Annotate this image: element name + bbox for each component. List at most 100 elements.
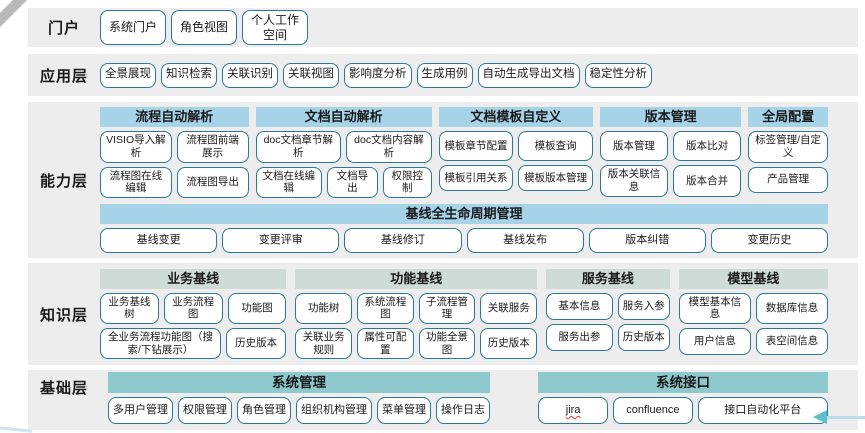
item-button[interactable]: 模板章节配置 bbox=[438, 131, 514, 162]
item-button[interactable]: 标签管理/自定义 bbox=[748, 131, 828, 163]
item-button[interactable]: 变更评审 bbox=[222, 227, 340, 253]
item-button[interactable]: 组织机构管理 bbox=[296, 397, 372, 424]
item-button[interactable]: 业务基线树 bbox=[100, 292, 159, 324]
item-button[interactable]: 系统门户 bbox=[100, 10, 167, 45]
item-button[interactable]: 模板版本管理 bbox=[518, 165, 594, 192]
group: 文档模板自定义模板章节配置模板查询模板引用关系模板版本管理 bbox=[438, 107, 594, 197]
layer-band-knowledge: 知识层业务基线业务基线树业务流程图功能图全业务流程功能图（搜索/下钻展示）历史版… bbox=[28, 263, 858, 365]
button-row: 全业务流程功能图（搜索/下钻展示）历史版本 bbox=[100, 328, 287, 360]
item-button[interactable]: 版本管理 bbox=[600, 131, 669, 162]
item-button[interactable]: 功能图 bbox=[227, 292, 287, 324]
item-button[interactable]: 模型基本信息 bbox=[678, 292, 751, 324]
item-button[interactable]: 业务流程图 bbox=[163, 292, 223, 324]
item-button[interactable]: doc文档内容解析 bbox=[346, 131, 432, 163]
item-button[interactable]: 服务出参 bbox=[546, 323, 613, 351]
item-button[interactable]: 自动生成导出文档 bbox=[477, 62, 580, 88]
item-button[interactable]: 产品管理 bbox=[748, 166, 828, 193]
button-row: 多用户管理权限管理角色管理组织机构管理菜单管理操作日志 bbox=[108, 397, 490, 424]
item-button[interactable]: 关联视图 bbox=[283, 62, 339, 88]
button-row: 全景展现知识检索关联识别关联视图影响度分析生成用例自动生成导出文档稳定性分析 bbox=[100, 62, 652, 88]
item-button[interactable]: jira bbox=[538, 397, 609, 424]
button-row: 服务出参历史版本 bbox=[546, 323, 670, 351]
button-row: 业务基线树业务流程图功能图 bbox=[100, 292, 287, 324]
item-button[interactable]: 全景展现 bbox=[100, 62, 156, 88]
item-button[interactable]: 角色管理 bbox=[237, 397, 291, 424]
item-button[interactable]: 影响度分析 bbox=[344, 62, 412, 88]
item-button[interactable]: 关联服务 bbox=[480, 292, 538, 324]
item-button[interactable]: 功能树 bbox=[295, 292, 353, 324]
group: 业务基线业务基线树业务流程图功能图全业务流程功能图（搜索/下钻展示）历史版本 bbox=[100, 268, 287, 360]
item-button[interactable]: 基线发布 bbox=[466, 227, 584, 253]
item-button[interactable]: 菜单管理 bbox=[377, 397, 431, 424]
layer-band-application: 应用层全景展现知识检索关联识别关联视图影响度分析生成用例自动生成导出文档稳定性分… bbox=[28, 54, 858, 96]
item-button[interactable]: 全业务流程功能图（搜索/下钻展示） bbox=[100, 328, 221, 360]
item-button[interactable]: 历史版本 bbox=[617, 323, 670, 351]
item-button[interactable]: 文档在线编辑 bbox=[255, 166, 322, 198]
item-button[interactable]: 角色视图 bbox=[171, 10, 238, 45]
layer-content-knowledge: 业务基线业务基线树业务流程图功能图全业务流程功能图（搜索/下钻展示）历史版本功能… bbox=[100, 263, 858, 365]
item-button[interactable]: 模板查询 bbox=[518, 131, 594, 162]
item-button[interactable]: 个人工作空间 bbox=[242, 10, 309, 45]
group-header: 版本管理 bbox=[600, 107, 742, 128]
item-button[interactable]: 功能全景图 bbox=[418, 328, 476, 360]
item-button[interactable]: 子流程管理 bbox=[418, 292, 476, 324]
item-button[interactable]: VISIO导入解析 bbox=[100, 131, 172, 163]
left-arrow-icon bbox=[813, 410, 827, 424]
group: 功能基线功能树系统流程图子流程管理关联服务关联业务规则属性可配置功能全景图历史版… bbox=[295, 268, 538, 360]
item-button[interactable]: 模板引用关系 bbox=[438, 165, 514, 192]
bottom-right-arrow-line bbox=[823, 416, 865, 419]
item-button[interactable]: 基线修订 bbox=[344, 227, 462, 253]
item-button[interactable]: 文档导出 bbox=[326, 166, 378, 198]
item-button[interactable]: 基本信息 bbox=[546, 292, 613, 320]
item-button[interactable]: 关联业务规则 bbox=[295, 328, 353, 360]
item-button[interactable]: 属性可配置 bbox=[357, 328, 414, 360]
group: 服务基线基本信息服务入参服务出参历史版本 bbox=[546, 268, 670, 359]
group: 全景展现知识检索关联识别关联视图影响度分析生成用例自动生成导出文档稳定性分析 bbox=[100, 62, 652, 88]
item-button[interactable]: 知识检索 bbox=[161, 62, 217, 88]
item-button[interactable]: 关联识别 bbox=[222, 62, 278, 88]
group: 系统管理多用户管理权限管理角色管理组织机构管理菜单管理操作日志 bbox=[108, 372, 490, 424]
item-button[interactable]: 生成用例 bbox=[416, 62, 473, 88]
button-row: 版本关联信息版本合并 bbox=[600, 165, 742, 197]
item-button[interactable]: 数据库信息 bbox=[755, 292, 829, 324]
item-button[interactable]: confluence bbox=[613, 397, 693, 424]
group: 模型基线模型基本信息数据库信息用户信息表空间信息 bbox=[678, 268, 829, 359]
section: 业务基线业务基线树业务流程图功能图全业务流程功能图（搜索/下钻展示）历史版本功能… bbox=[100, 268, 829, 360]
item-button[interactable]: 权限控制 bbox=[382, 166, 432, 198]
item-button[interactable]: 流程图在线编辑 bbox=[100, 166, 172, 198]
item-button[interactable]: 版本纠错 bbox=[588, 227, 706, 253]
group-header: 系统管理 bbox=[108, 372, 490, 393]
item-button[interactable]: 历史版本 bbox=[480, 328, 538, 360]
group: 系统门户角色视图个人工作空间 bbox=[100, 10, 309, 45]
item-button[interactable]: 系统流程图 bbox=[357, 292, 414, 324]
item-button[interactable]: 流程图导出 bbox=[176, 166, 249, 198]
item-button[interactable]: 变更历史 bbox=[710, 227, 829, 253]
item-button[interactable]: 用户信息 bbox=[678, 328, 751, 355]
item-button[interactable]: 接口自动化平台 bbox=[697, 397, 828, 424]
item-button[interactable]: 稳定性分析 bbox=[584, 62, 652, 88]
item-button[interactable]: 版本合并 bbox=[673, 165, 742, 197]
button-row: 文档在线编辑文档导出权限控制 bbox=[255, 166, 432, 198]
item-button[interactable]: doc文档章节解析 bbox=[255, 131, 342, 163]
item-button[interactable]: 版本比对 bbox=[673, 131, 742, 162]
item-button[interactable]: 历史版本 bbox=[225, 328, 287, 360]
button-row: VISIO导入解析流程图前端展示 bbox=[100, 131, 249, 163]
item-button[interactable]: 流程图前端展示 bbox=[176, 131, 249, 163]
item-button[interactable]: 基线变更 bbox=[100, 227, 218, 253]
item-button[interactable]: 表空间信息 bbox=[755, 328, 829, 355]
group: 版本管理版本管理版本比对版本关联信息版本合并 bbox=[600, 107, 742, 197]
item-button[interactable]: 操作日志 bbox=[436, 397, 490, 424]
item-button[interactable]: 服务入参 bbox=[617, 292, 670, 320]
button-row: 系统门户角色视图个人工作空间 bbox=[100, 10, 309, 45]
item-button[interactable]: 权限管理 bbox=[178, 397, 232, 424]
group: 基线全生命周期管理基线变更变更评审基线修订基线发布版本纠错变更历史 bbox=[100, 203, 829, 253]
item-button[interactable]: 多用户管理 bbox=[108, 397, 173, 424]
item-button[interactable]: 版本关联信息 bbox=[600, 165, 669, 197]
